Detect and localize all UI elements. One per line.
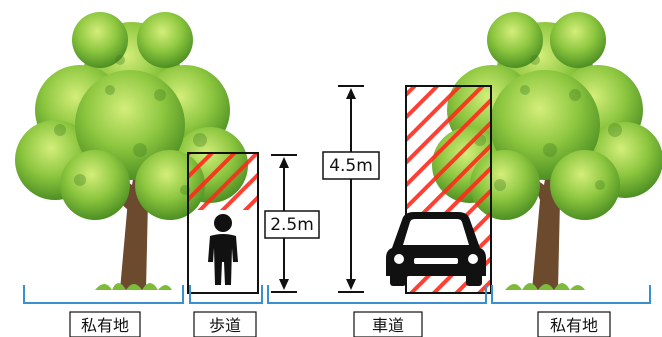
zone-box-sidewalk — [193, 311, 257, 337]
roadway-clearance-label: 4.5m — [329, 156, 373, 176]
label-box-2-5m — [264, 210, 320, 239]
zone-box-roadway — [353, 311, 423, 337]
sidewalk-clearance-label: 2.5m — [270, 215, 314, 235]
label-box-4-5m — [322, 151, 380, 180]
zone-box-private-right — [537, 311, 611, 337]
car-icon — [386, 212, 486, 286]
zone-label-roadway: 車道 — [372, 316, 404, 335]
dimension-4-5m — [338, 85, 364, 293]
zone-label-private-right: 私有地 — [550, 316, 598, 335]
zone-brackets — [23, 285, 651, 304]
sidewalk-clearance-box — [187, 152, 259, 294]
pedestrian-icon — [208, 214, 238, 285]
zone-label-sidewalk: 歩道 — [209, 316, 241, 335]
zone-label-private-left: 私有地 — [81, 316, 129, 335]
zone-box-private-left — [69, 311, 141, 337]
